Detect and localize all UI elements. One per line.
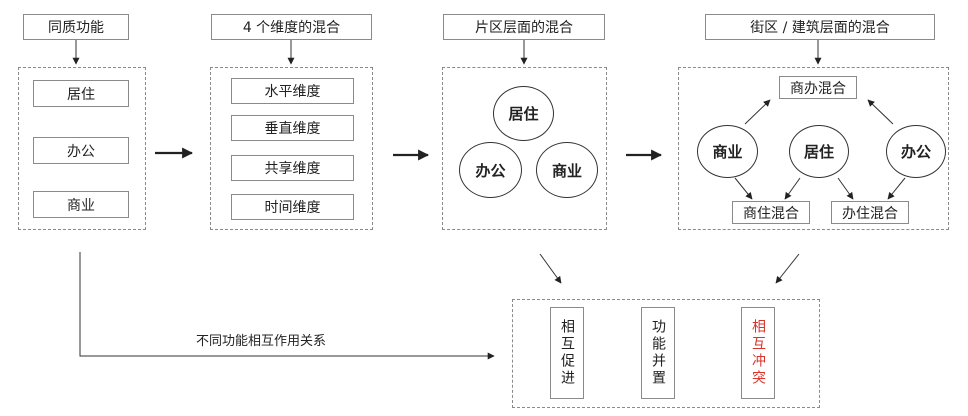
homogeneous-panel [18,67,146,230]
arrow-office-to-top [867,99,894,125]
homogeneous-item-office: 办公 [33,137,129,164]
stage-header-block: 街区 / 建筑层面的混合 [705,14,935,40]
relations-panel [512,299,820,408]
arrow-homogeneous-to-result [79,252,495,360]
block-circle-office: 办公 [886,125,946,178]
block-circle-residential: 居住 [789,125,849,178]
district-circle-residential: 居住 [493,86,554,141]
arrow-office-to-right [887,177,906,200]
block-panel [678,67,949,230]
dimension-time: 时间维度 [231,194,354,220]
arrow-residential-to-right [837,177,854,200]
block-box-office-residential: 办住混合 [831,201,909,224]
district-circle-commercial: 商业 [536,142,598,198]
block-box-commercial-office: 商办混合 [779,76,857,99]
block-box-commercial-residential: 商住混合 [732,201,810,224]
arrow-district-to-result [539,253,562,284]
arrow-residential-to-left [784,177,801,200]
dimension-vertical: 垂直维度 [231,115,354,141]
arrow-commercial-to-top [744,99,771,125]
block-circle-commercial: 商业 [697,125,758,178]
dimension-shared: 共享维度 [231,155,354,181]
stage-header-homogeneous: 同质功能 [23,14,129,40]
district-panel [442,67,607,230]
stage-header-district: 片区层面的混合 [443,14,605,40]
relation-function-juxtaposition: 功能并置 [641,307,675,399]
dimension-horizontal: 水平维度 [231,78,354,104]
arrow-block-to-result [775,253,800,284]
interaction-label: 不同功能相互作用关系 [196,334,327,349]
arrow-commercial-to-left [734,177,753,200]
stage-header-four-dimensions: 4 个维度的混合 [211,14,372,40]
homogeneous-item-commercial: 商业 [33,191,129,218]
relation-mutual-promotion: 相互促进 [550,307,584,399]
district-circle-office: 办公 [459,142,522,198]
dimensions-panel [210,67,373,230]
relation-mutual-conflict: 相互冲突 [741,307,775,399]
homogeneous-item-residential: 居住 [33,80,129,107]
